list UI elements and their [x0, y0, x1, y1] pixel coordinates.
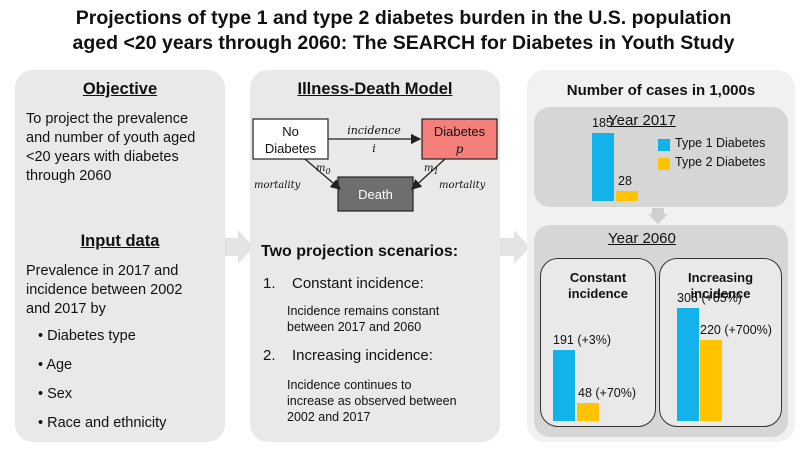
incidence-symbol: i: [372, 142, 376, 155]
scenario-2-line: 2002 and 2017: [287, 410, 371, 424]
objective-header: Objective: [82, 80, 158, 98]
mortality-left-label: mortality: [254, 180, 301, 191]
m0-label: m0: [316, 163, 331, 176]
scenario-1-number: 1.: [263, 275, 276, 292]
illness-death-header: Illness-Death Model: [297, 80, 453, 98]
bar-increasing-type2: [700, 339, 722, 421]
bullet-item: • Race and ethnicity: [38, 415, 167, 431]
bar-increasing-type1: [677, 307, 699, 421]
objective-text: To project the prevalence and number of …: [26, 110, 221, 186]
legend-type2-label: Type 2 Diabetes: [675, 155, 766, 169]
bullet-item: • Sex: [38, 386, 73, 402]
mortality-arrow-right: [411, 158, 446, 190]
objective-line: through 2060: [26, 168, 112, 184]
title-line-2: aged <20 years through 2060: The SEARCH …: [72, 32, 735, 54]
left-panel: [15, 70, 225, 442]
value-label-constant-type1: 191 (+3%): [553, 333, 612, 348]
bullet-item: • Age: [38, 357, 73, 373]
input-data-text: Prevalence in 2017 and incidence between…: [26, 262, 221, 319]
bar-constant-type2: [577, 403, 599, 421]
figure-title: Projections of type 1 and type 2 diabete…: [0, 6, 807, 56]
bullet-item: • Diabetes type: [38, 328, 136, 344]
scenarios-header: Two projection scenarios:: [261, 243, 459, 260]
scenario-1-description: Incidence remains constant between 2017 …: [287, 303, 439, 335]
value-label-constant-type2: 48 (+70%): [578, 386, 637, 401]
diabetes-label: Diabetes: [434, 124, 486, 139]
diabetes-box: [421, 118, 498, 160]
scenario-1-title: Constant incidence:: [292, 275, 424, 292]
constant-incidence-box: [540, 258, 656, 427]
value-label-2017-type1: 185: [592, 115, 613, 130]
m0-subscript: 0: [325, 167, 330, 176]
m0-letter: m: [316, 163, 325, 174]
increasing-title-line: incidence: [690, 286, 751, 301]
scenario-1-line: Incidence remains constant: [287, 304, 440, 318]
input-line: and 2017 by: [26, 301, 106, 317]
arrow-middle-to-right: [498, 230, 530, 264]
constant-title-line: Constant: [569, 270, 627, 285]
constant-title-line: incidence: [568, 286, 628, 301]
input-line: Prevalence in 2017 and: [26, 263, 179, 279]
mortality-arrow-left: [304, 158, 341, 190]
scenario-2-title: Increasing incidence:: [292, 347, 433, 364]
bar-2017-type1: [592, 132, 614, 201]
incidence-label: incidence: [347, 124, 401, 137]
legend-type1-swatch: [658, 139, 670, 151]
increasing-incidence-title: Increasing incidence: [659, 270, 782, 302]
scenario-2-line: increase as observed between: [287, 394, 457, 408]
diabetes-symbol: p: [456, 142, 464, 156]
bullet-text: Race and ethnicity: [47, 415, 167, 431]
m1-letter: m: [424, 163, 433, 174]
arrow-left-to-middle: [222, 230, 254, 264]
year-2060-label: Year 2060: [608, 230, 676, 247]
no-diabetes-label-2: Diabetes: [265, 141, 317, 156]
objective-line: and number of youth aged: [26, 130, 196, 146]
bar-2017-type2: [616, 190, 638, 201]
input-data-header: Input data: [80, 232, 160, 250]
m1-label: m1: [424, 163, 439, 176]
legend-type2-swatch: [658, 158, 670, 170]
input-line: incidence between 2002: [26, 282, 183, 298]
bar-constant-type1: [553, 350, 575, 421]
legend-type1-label: Type 1 Diabetes: [675, 136, 766, 150]
no-diabetes-label-1: No: [282, 124, 299, 139]
cases-header: Number of cases in 1,000s: [566, 82, 756, 99]
death-label: Death: [358, 187, 393, 202]
scenario-2-description: Incidence continues to increase as obser…: [287, 377, 457, 425]
scenario-1-line: between 2017 and 2060: [287, 320, 422, 334]
constant-incidence-title: Constant incidence: [540, 270, 656, 302]
objective-line: To project the prevalence: [26, 111, 189, 127]
value-label-2017-type2: 28: [618, 173, 632, 188]
bullet-text: Diabetes type: [47, 328, 136, 344]
illness-death-diagram: No Diabetes Diabetes p Death incidence i…: [252, 118, 498, 212]
value-label-increasing-type1: 306 (+65%): [677, 290, 742, 305]
objective-line: <20 years with diabetes: [26, 149, 179, 165]
year-2017-box: [534, 107, 788, 207]
arrow-2017-to-2060: [648, 208, 668, 224]
bullet-text: Age: [46, 357, 73, 373]
bullet-text: Sex: [47, 386, 73, 402]
year-2017-label: Year 2017: [608, 112, 676, 129]
title-line-1: Projections of type 1 and type 2 diabete…: [75, 7, 732, 29]
increasing-title-line: Increasing: [687, 270, 754, 285]
m1-subscript: 1: [433, 167, 438, 176]
value-label-increasing-type2: 220 (+700%): [700, 322, 772, 337]
mortality-right-label: mortality: [439, 180, 486, 191]
scenario-2-number: 2.: [263, 347, 276, 364]
scenario-2-line: Incidence continues to: [287, 378, 412, 392]
death-box: [337, 176, 414, 212]
